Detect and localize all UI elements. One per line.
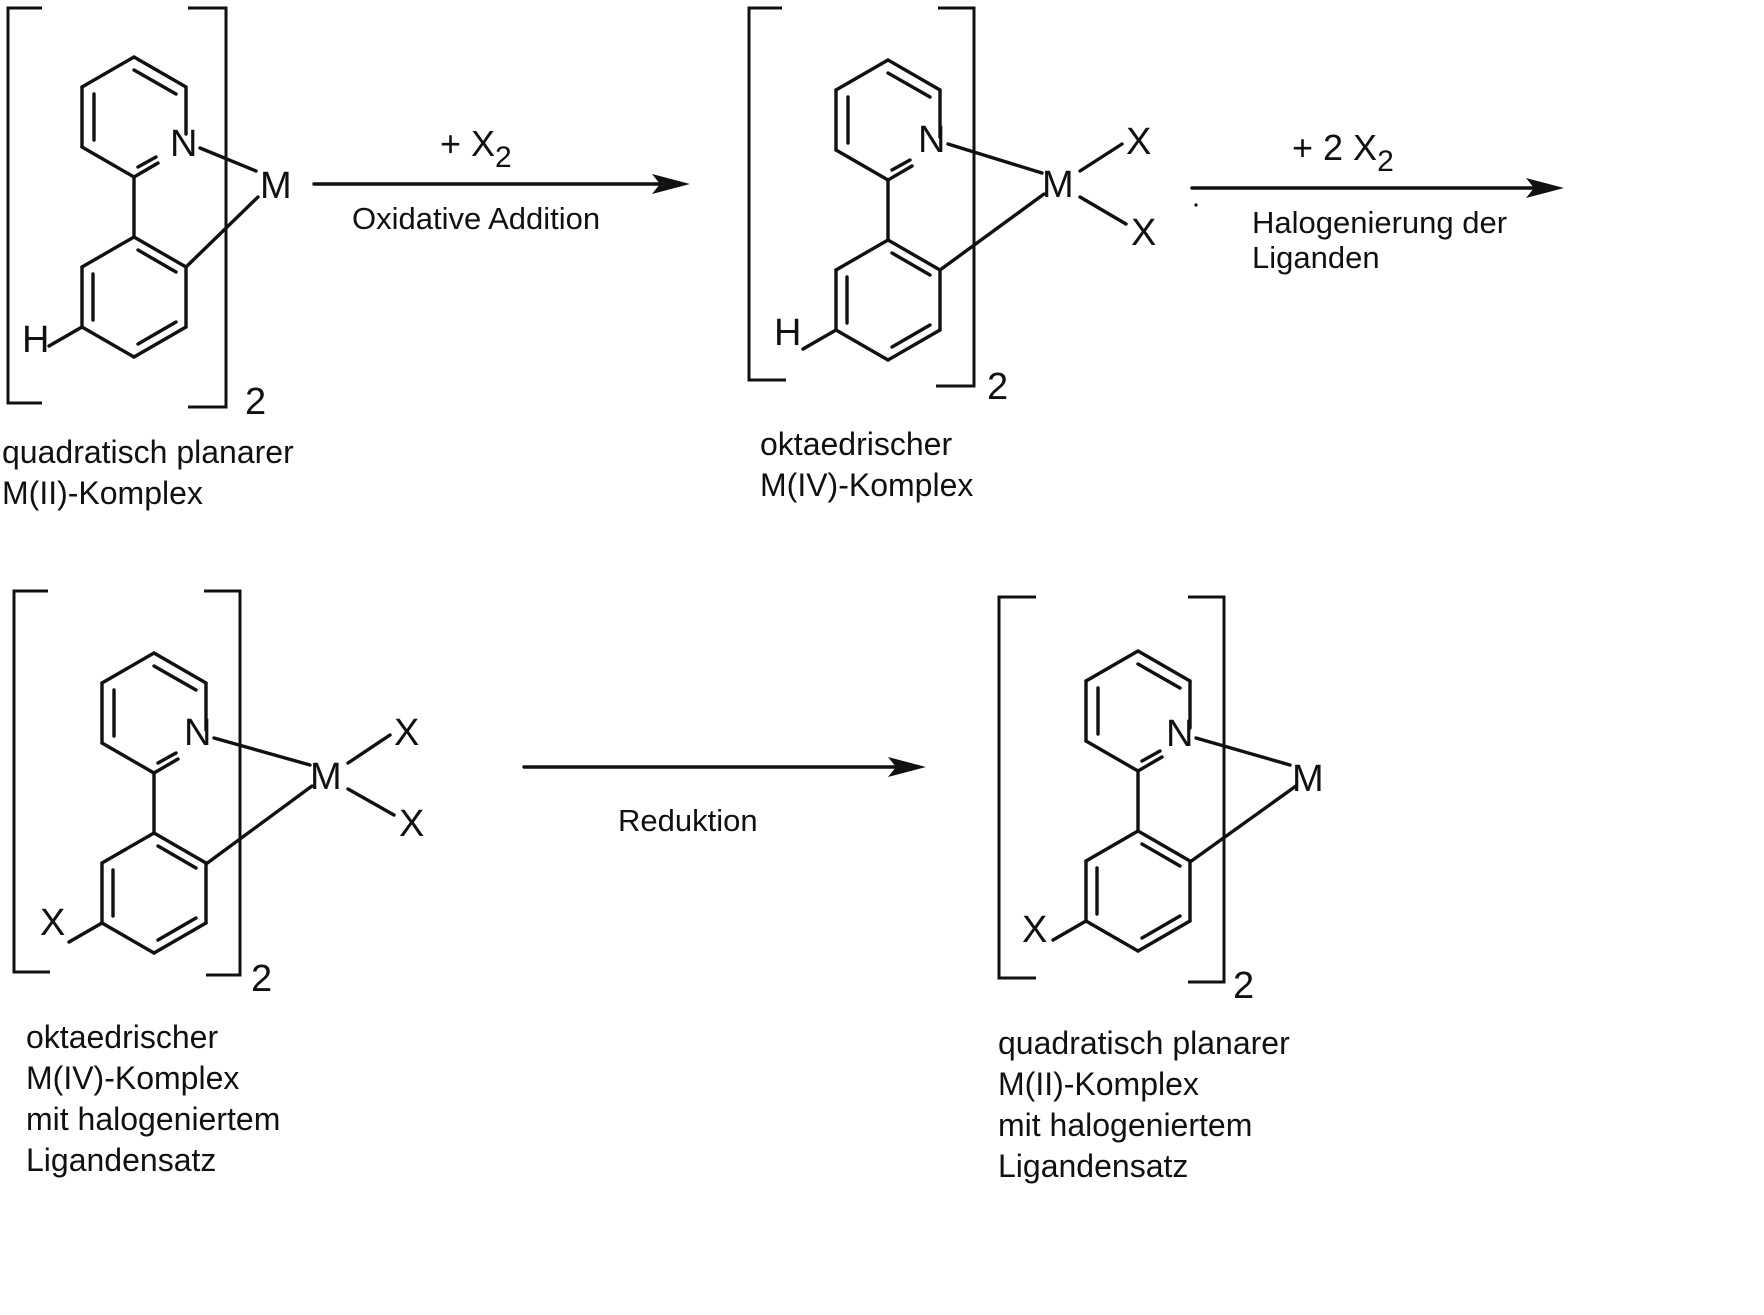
caption-line: Ligandensatz xyxy=(26,1140,280,1181)
compound-1: N M H 2 xyxy=(8,8,292,423)
caption-line: Ligandensatz xyxy=(998,1146,1290,1187)
m-x-bond xyxy=(1080,144,1122,171)
caption-compound-3: oktaedrischer M(IV)-Komplex mit halogeni… xyxy=(26,1017,280,1181)
arrow-label: Oxidative Addition xyxy=(352,201,600,236)
nitrogen-atom: N xyxy=(1166,713,1193,755)
right-bracket xyxy=(936,8,974,386)
phenylpyridine-ligand xyxy=(1053,651,1190,951)
compound-2: N M H X X 2 xyxy=(749,8,1156,408)
caption-compound-4: quadratisch planarer M(II)-Komplex mit h… xyxy=(998,1023,1290,1187)
axial-ligand-top: X xyxy=(1126,121,1151,163)
n-m-bond xyxy=(214,738,310,765)
reagent-label: + X2 xyxy=(440,123,512,174)
n-m-bond xyxy=(948,144,1042,173)
caption-line: M(IV)-Komplex xyxy=(26,1058,280,1099)
right-bracket xyxy=(188,8,226,407)
metal-atom: M xyxy=(1042,164,1074,206)
arrow-label-line-2: Liganden xyxy=(1252,240,1380,275)
multiplicity: 2 xyxy=(245,381,266,423)
right-bracket xyxy=(204,591,240,975)
caption-line: oktaedrischer xyxy=(760,424,973,465)
caption-line: quadratisch planarer xyxy=(998,1023,1290,1064)
axial-ligand-bottom: X xyxy=(399,803,424,845)
ring-substituent: H xyxy=(774,312,801,354)
caption-compound-2: oktaedrischer M(IV)-Komplex xyxy=(760,424,973,506)
m-x-bond xyxy=(348,789,394,815)
stray-dot xyxy=(1194,203,1197,206)
metal-atom: M xyxy=(260,165,292,207)
ring-substituent: X xyxy=(1022,909,1047,951)
c-m-bond xyxy=(206,786,312,864)
nitrogen-atom: N xyxy=(184,712,211,754)
c-m-bond xyxy=(186,197,258,267)
arrow-label: Reduktion xyxy=(618,803,758,838)
arrow-label-line-1: Halogenierung der xyxy=(1252,205,1507,240)
caption-line: M(II)-Komplex xyxy=(998,1064,1290,1105)
ring-substituent: X xyxy=(40,902,65,944)
m-x-bond xyxy=(348,735,390,763)
multiplicity: 2 xyxy=(987,366,1008,408)
phenylpyridine-ligand xyxy=(69,653,206,953)
n-m-bond xyxy=(1196,738,1290,765)
phenylpyridine-ligand xyxy=(803,60,940,360)
n-m-bond xyxy=(200,148,256,171)
caption-line: M(II)-Komplex xyxy=(2,473,294,514)
nitrogen-atom: N xyxy=(170,123,197,165)
caption-line: M(IV)-Komplex xyxy=(760,465,973,506)
caption-line: quadratisch planarer xyxy=(2,432,294,473)
metal-atom: M xyxy=(1292,758,1324,800)
nitrogen-atom: N xyxy=(918,119,945,161)
reagent-label: + 2 X2 xyxy=(1292,127,1394,178)
compound-3: N M X X X 2 xyxy=(14,591,424,1000)
phenylpyridine-ligand xyxy=(49,57,186,357)
caption-line: mit halogeniertem xyxy=(26,1099,280,1140)
right-bracket xyxy=(1188,597,1224,982)
c-m-bond xyxy=(940,194,1044,270)
multiplicity: 2 xyxy=(1233,965,1254,1007)
caption-line: mit halogeniertem xyxy=(998,1105,1290,1146)
caption-line: oktaedrischer xyxy=(26,1017,280,1058)
metal-atom: M xyxy=(310,756,342,798)
reaction-arrow-2: + 2 X2 Halogenierung der Liganden xyxy=(1192,127,1564,275)
ring-substituent: H xyxy=(22,319,49,361)
m-x-bond xyxy=(1080,197,1126,224)
axial-ligand-top: X xyxy=(394,712,419,754)
caption-compound-1: quadratisch planarer M(II)-Komplex xyxy=(2,432,294,514)
c-m-bond xyxy=(1190,786,1296,862)
multiplicity: 2 xyxy=(251,958,272,1000)
axial-ligand-bottom: X xyxy=(1131,212,1156,254)
compound-4: N M X 2 xyxy=(999,597,1324,1007)
reaction-arrow-1: + X2 Oxidative Addition xyxy=(314,123,690,236)
